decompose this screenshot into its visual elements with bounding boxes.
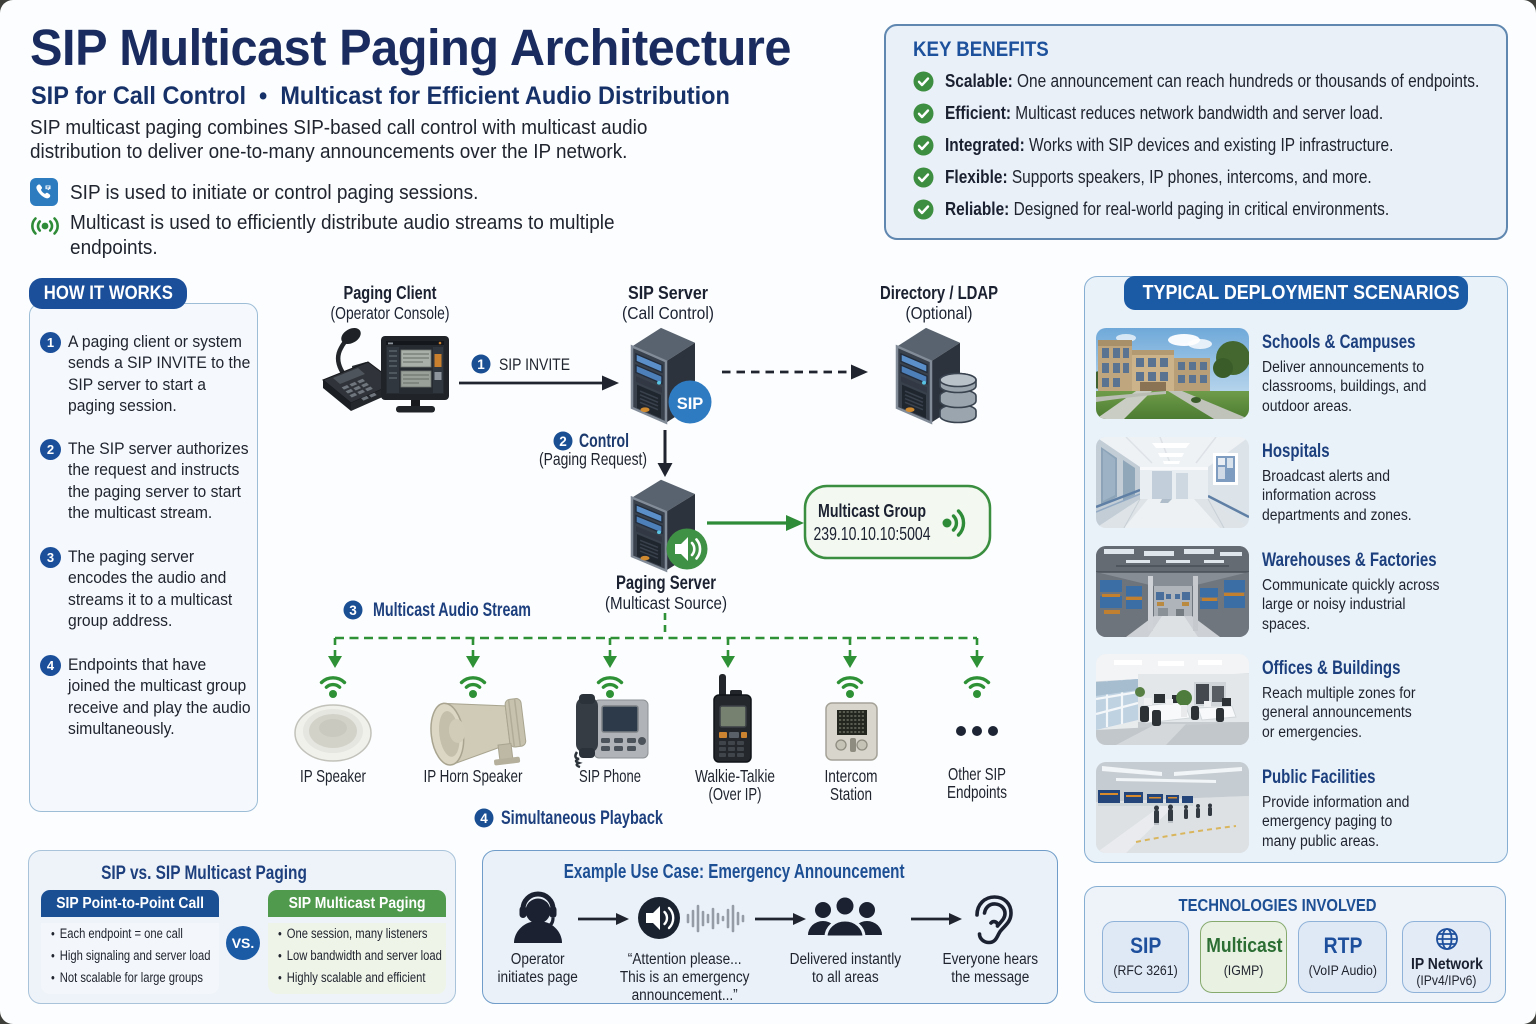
svg-text:(Call Control): (Call Control) bbox=[622, 303, 714, 323]
svg-text:(Paging Request): (Paging Request) bbox=[539, 449, 647, 469]
svg-text:Multicast Audio Stream: Multicast Audio Stream bbox=[373, 600, 531, 621]
svg-text:239.10.10.10:5004: 239.10.10.10:5004 bbox=[814, 523, 931, 544]
svg-text:SIP Phone: SIP Phone bbox=[579, 766, 641, 786]
svg-text:SIP Server: SIP Server bbox=[628, 282, 708, 303]
svg-text:IP Horn Speaker: IP Horn Speaker bbox=[424, 766, 523, 786]
svg-text:SIP INVITE: SIP INVITE bbox=[499, 355, 570, 374]
svg-text:Endpoints: Endpoints bbox=[947, 782, 1007, 802]
svg-text:IP Speaker: IP Speaker bbox=[300, 766, 366, 786]
svg-text:2: 2 bbox=[559, 434, 567, 449]
svg-text:Multicast Group: Multicast Group bbox=[818, 500, 926, 521]
svg-text:SIP: SIP bbox=[677, 395, 704, 413]
svg-text:Other SIP: Other SIP bbox=[948, 764, 1006, 784]
svg-text:(Multicast Source): (Multicast Source) bbox=[605, 593, 727, 613]
svg-text:(Over IP): (Over IP) bbox=[709, 784, 762, 804]
svg-text:Paging Server: Paging Server bbox=[616, 573, 716, 594]
svg-text:Directory / LDAP: Directory / LDAP bbox=[880, 282, 998, 303]
svg-text:Walkie-Talkie: Walkie-Talkie bbox=[695, 766, 775, 786]
svg-text:Simultaneous Playback: Simultaneous Playback bbox=[501, 807, 663, 829]
svg-text:Paging Client: Paging Client bbox=[344, 282, 437, 303]
svg-text:4: 4 bbox=[480, 811, 488, 826]
svg-text:(Optional): (Optional) bbox=[906, 303, 973, 323]
svg-text:(Operator Console): (Operator Console) bbox=[331, 303, 450, 323]
svg-text:Intercom: Intercom bbox=[825, 766, 878, 786]
svg-text:Station: Station bbox=[830, 784, 872, 804]
svg-text:3: 3 bbox=[349, 603, 357, 618]
svg-text:Control: Control bbox=[579, 431, 629, 452]
svg-text:1: 1 bbox=[477, 357, 485, 372]
